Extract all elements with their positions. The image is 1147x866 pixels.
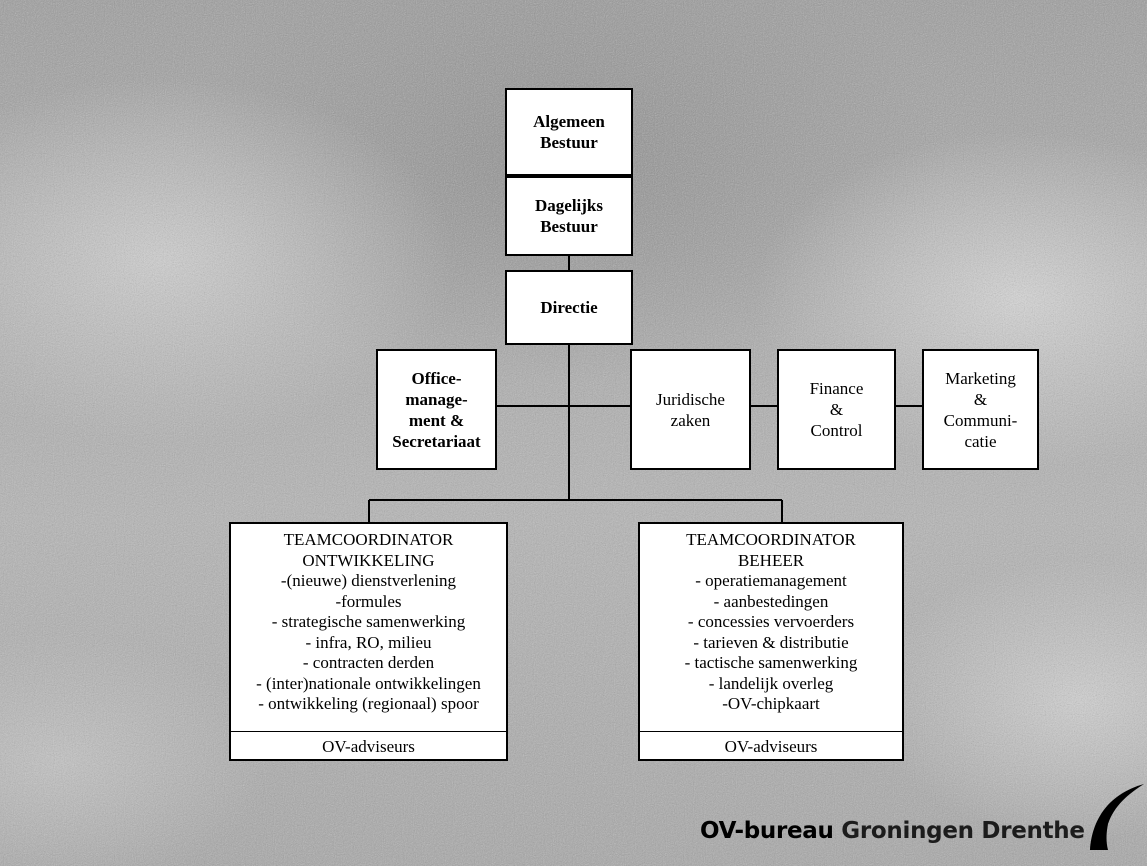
task-item: - ontwikkeling (regionaal) spoor: [258, 694, 479, 713]
team-beheer: TEAMCOORDINATOR BEHEER - operatiemanagem…: [638, 522, 904, 761]
team-footer-ov-adviseurs: OV-adviseurs: [640, 731, 902, 761]
team-ontwikkeling-tasks: TEAMCOORDINATOR ONTWIKKELING -(nieuwe) d…: [231, 524, 506, 731]
box-algemeen-bestuur: Algemeen Bestuur: [505, 88, 633, 176]
task-item: -formules: [335, 591, 402, 611]
box-directie: Directie: [505, 270, 633, 345]
box-finance-control: Finance & Control: [777, 349, 896, 470]
swoosh-icon: [1090, 784, 1144, 850]
task-item: - landelijk overleg: [708, 673, 834, 693]
box-dagelijks-bestuur: Dagelijks Bestuur: [505, 176, 633, 256]
team-name: BEHEER: [737, 550, 805, 570]
team-title: TEAMCOORDINATOR: [686, 530, 856, 549]
box-marketing-communicatie: Marketing & Communi- catie: [922, 349, 1039, 470]
logo-region: Groningen Drenthe: [833, 818, 1085, 844]
task-item: -(nieuwe) dienstverlening: [280, 571, 457, 590]
task-item: - operatiemanagement: [695, 571, 847, 590]
task-item: - tarieven & distributie: [693, 632, 849, 652]
team-beheer-tasks: TEAMCOORDINATOR BEHEER - operatiemanagem…: [640, 524, 902, 731]
task-item: -OV-chipkaart: [722, 694, 820, 713]
box-office-management: Office- manage- ment & Secretariaat: [376, 349, 497, 470]
logo-brand: OV-bureau: [700, 818, 834, 844]
task-item: - concessies vervoerders: [687, 612, 855, 631]
box-juridische-zaken: Juridische zaken: [630, 349, 751, 470]
task-item: - infra, RO, milieu: [305, 632, 432, 652]
team-name: ONTWIKKELING: [302, 550, 435, 570]
task-item: - tactische samenwerking: [684, 653, 858, 672]
task-item: - contracten derden: [302, 653, 435, 672]
ov-bureau-logo: OV-bureau Groningen Drenthe: [700, 784, 1144, 858]
logo-text: OV-bureau Groningen Drenthe: [700, 818, 1085, 844]
task-item: - (inter)nationale ontwikkelingen: [256, 673, 481, 693]
task-item: - aanbestedingen: [713, 591, 829, 611]
task-item: - strategische samenwerking: [271, 612, 466, 631]
team-title: TEAMCOORDINATOR: [283, 530, 454, 549]
team-ontwikkeling: TEAMCOORDINATOR ONTWIKKELING -(nieuwe) d…: [229, 522, 508, 761]
team-footer-ov-adviseurs: OV-adviseurs: [231, 731, 506, 761]
